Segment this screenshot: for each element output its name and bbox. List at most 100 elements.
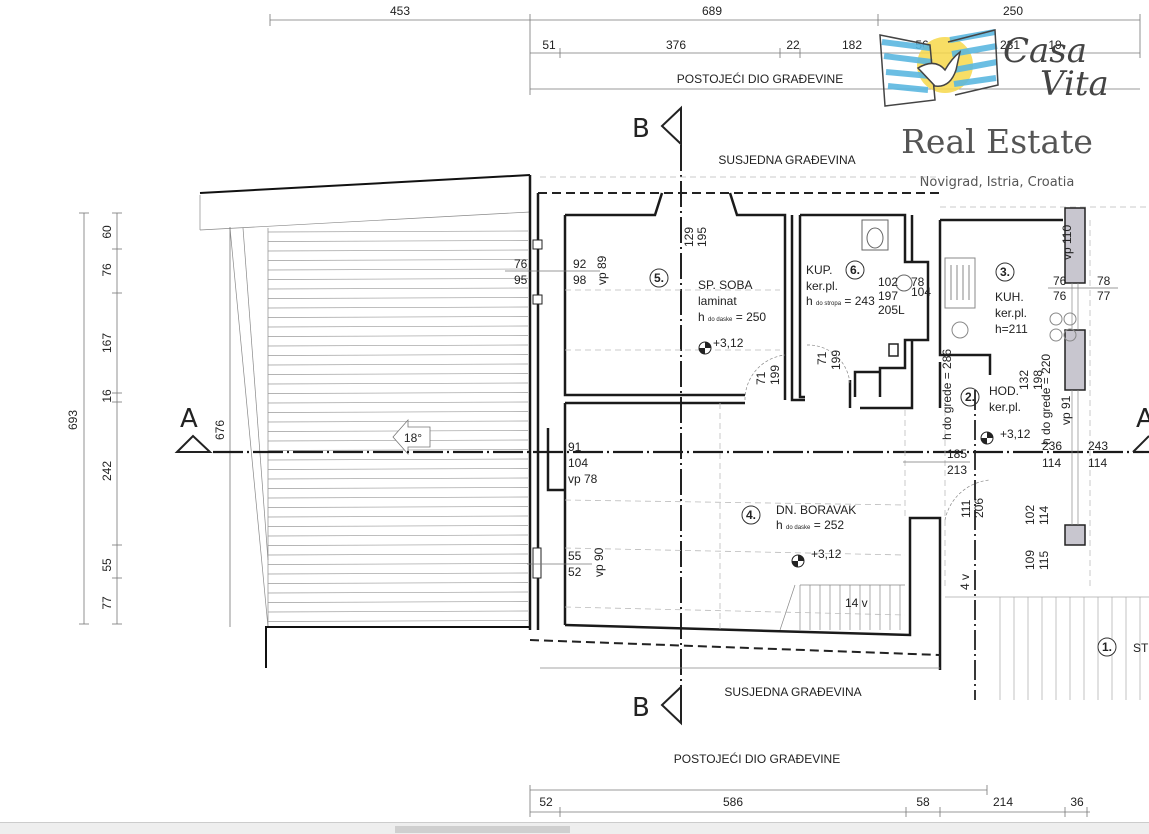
room-6-dim: 104: [911, 285, 931, 299]
dove-icon: [916, 50, 962, 87]
dim-bottom-52: 52: [539, 795, 553, 809]
room-5-door-dim: 71: [754, 371, 768, 385]
dim-left-76: 76: [100, 263, 114, 277]
left-dimensions: 693 60 76 167 16 242 55 77 676: [66, 212, 231, 627]
hatch-line: [267, 553, 529, 556]
logo-location: Novigrad, Istria, Croatia: [920, 175, 1075, 190]
dim-bottom-586: 586: [723, 795, 743, 809]
room-5-dim: 95: [514, 273, 528, 287]
section-b-bottom: B: [632, 684, 682, 726]
room-numbers: 5. 6. 3. 2. 4. 1. ST: [649, 260, 1149, 657]
sink-icon: [895, 274, 913, 292]
dim-top-453: 453: [390, 4, 410, 18]
room-4-dim: 102: [1023, 505, 1037, 525]
hatch-line: [267, 477, 529, 480]
room-2-dim: 236: [1042, 439, 1062, 453]
stairs-main: [779, 584, 905, 631]
room-4-labels: DN. BORAVAK h do daske = 252 +3,12 14 v …: [527, 390, 1051, 700]
hatch-line: [267, 268, 529, 271]
sink-counter-icon: [944, 257, 976, 309]
hatch-line: [267, 335, 529, 337]
room-2-dim: 198: [1031, 370, 1045, 390]
existing-part-label-top: POSTOJEĆI DIO GRAĐEVINE: [677, 71, 843, 86]
room-4-dim: 111: [959, 499, 973, 518]
room-3-dim: vp 110: [1060, 225, 1074, 260]
room-3-labels: KUH. ker.pl. h=211 vp 110 76 76 78 77: [995, 225, 1118, 336]
hatch-line: [267, 582, 529, 584]
existing-part-label-bottom: POSTOJEĆI DIO GRAĐEVINE: [674, 751, 840, 766]
hatch-line: [267, 544, 529, 546]
hatch-line: [267, 392, 529, 394]
room-2-height-right: h do grede = 220: [1039, 354, 1053, 445]
hatch-line: [267, 316, 529, 318]
dim-bottom-58: 58: [916, 795, 930, 809]
room-4-dim: vp 90: [592, 547, 606, 577]
dim-left-242: 242: [100, 461, 114, 481]
room-6-h-value: = 243: [844, 294, 875, 308]
hatch-line: [267, 382, 529, 385]
hatch-line: [267, 620, 529, 622]
room-2-dim: 243: [1088, 439, 1108, 453]
hatch-line: [267, 458, 529, 461]
room-6-labels: KUP. ker.pl. h do stropa = 243 102 197 2…: [806, 263, 931, 370]
room-2-height-left: h do grede = 286: [940, 349, 954, 440]
stove-icon: [1049, 312, 1077, 342]
room-5-dim: 92: [573, 257, 587, 271]
room-2-number: 2.: [965, 390, 975, 404]
hatch-line: [267, 534, 529, 537]
room-6-dim: 102: [878, 275, 898, 289]
dim-left-693: 693: [66, 410, 80, 430]
hatch-line: [267, 610, 529, 613]
dim-left-676: 676: [213, 420, 227, 440]
section-a-label-right: A: [1136, 404, 1149, 434]
room-4-h: h: [776, 518, 783, 532]
dim-top-250: 250: [1003, 4, 1023, 18]
room-1-name: ST: [1133, 641, 1149, 655]
stairs-entry: [945, 596, 1149, 700]
room-3-dim: 78: [1097, 274, 1111, 288]
room-4-dim: 104: [568, 456, 588, 470]
hatch-line: [267, 240, 529, 242]
roof-slope-label: 18°: [404, 431, 422, 445]
room-6-dim: 78: [911, 275, 925, 289]
room-1-number: 1.: [1102, 640, 1112, 654]
hatch-line: [267, 297, 529, 299]
door-swing-entry: [944, 479, 991, 521]
hatch-line: [267, 468, 529, 470]
hatch-line: [267, 449, 529, 451]
room-3-name: KUH.: [995, 290, 1024, 304]
hatch-line: [267, 306, 529, 309]
bottom-scrollbar[interactable]: [0, 822, 1149, 834]
svg-text:h do stropa = 243: h do stropa = 243: [806, 294, 875, 308]
room-2-dim: 213: [947, 463, 967, 477]
svg-text:h do daske = 250: h do daske = 250: [698, 310, 766, 324]
room-2-floor: ker.pl.: [989, 400, 1021, 414]
casa-vita-logo: Casa Vita Real Estate Novigrad, Istria, …: [879, 29, 1109, 190]
room-3-dim: 77: [1097, 289, 1111, 303]
room-6-name: KUP.: [806, 263, 832, 277]
room-5-name: SP. SOBA: [698, 278, 752, 292]
room-6-floor: ker.pl.: [806, 279, 838, 293]
room-6-h-sub: do stropa: [816, 301, 842, 307]
section-b-label-bottom: B: [632, 693, 650, 723]
room-6-h: h: [806, 294, 813, 308]
room-4-dim: 115: [1037, 551, 1051, 570]
hatch-line: [267, 525, 529, 527]
dim-19: 19: [1048, 38, 1062, 52]
toilet-icon: [861, 219, 889, 251]
room-3-height: h=211: [995, 322, 1028, 336]
hatch-line: [267, 563, 529, 565]
dim-left-16: 16: [100, 389, 114, 403]
room-4-stairs-label: 14 v: [845, 596, 868, 610]
room-5-dim: 129: [682, 227, 696, 247]
hatch-line: [267, 325, 529, 328]
room-5-labels: SP. SOBA laminat h do daske = 250 +3,12 …: [505, 227, 782, 385]
room-6-dim: 205L: [878, 303, 905, 317]
hatch-line: [267, 411, 529, 413]
level-marker-icon: [791, 554, 805, 568]
scrollbar-thumb[interactable]: [395, 826, 570, 833]
room-5-level: +3,12: [713, 336, 744, 350]
door-swing-5: [744, 354, 786, 401]
room-2-dim: vp 91: [1059, 395, 1073, 425]
room-2-dim: 114: [1088, 456, 1107, 470]
